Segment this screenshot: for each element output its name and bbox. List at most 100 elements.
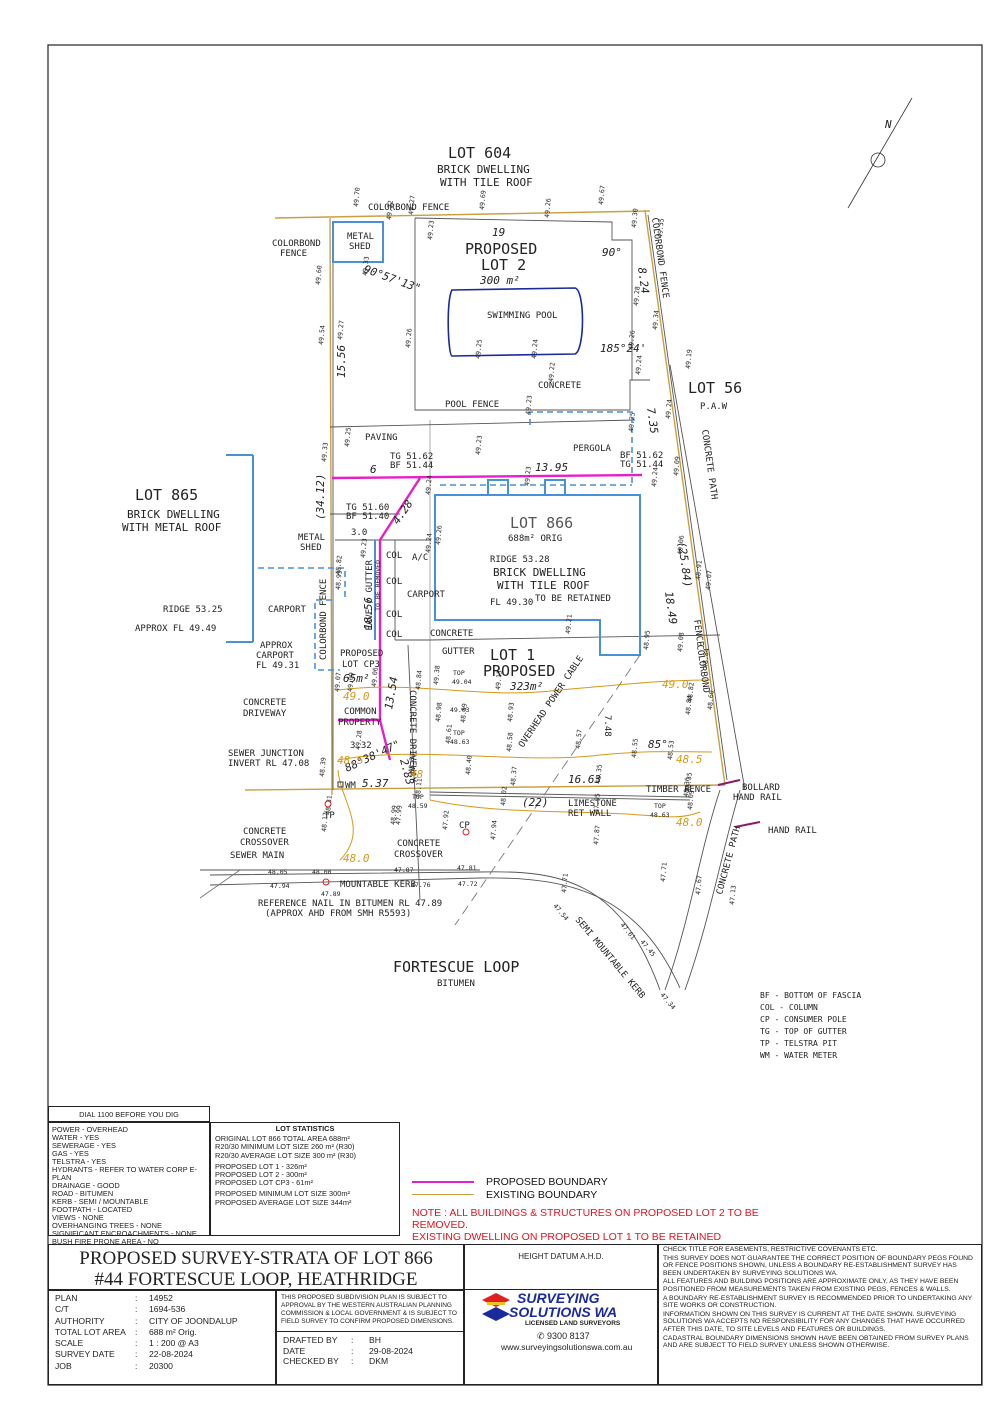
spot-level: 49.07: [704, 570, 714, 590]
spot-level: 49.26: [434, 525, 444, 545]
lot56-desc: P.A.W: [700, 402, 728, 412]
label-mountable-kerb: MOUNTABLE KERB: [340, 880, 416, 890]
label-approx-carport2: CARPORT: [256, 651, 295, 661]
spot-level: 48.91: [694, 560, 704, 580]
spot-level: 49.09: [346, 672, 356, 692]
plan-detail-row: SCALE:1 : 200 @ A3: [55, 1338, 199, 1349]
label-bf2: BF 51.40: [346, 512, 389, 522]
spot-level: 49.30: [630, 208, 640, 228]
lot866-area: 688m² ORIG: [508, 534, 562, 544]
disclaimer-paragraph: A BOUNDARY RE-ESTABLISHMENT SURVEY IS RE…: [663, 1294, 973, 1310]
contour-label: 49.0: [662, 678, 689, 691]
lot604-desc2: WITH TILE ROOF: [440, 176, 533, 189]
lot604-desc1: BRICK DWELLING: [437, 163, 530, 176]
spot-level: 49.08: [676, 632, 686, 652]
lot-statistic-line: PROPOSED LOT 1 - 326m²: [215, 1161, 307, 1171]
existing-boundary-label: EXISTING BOUNDARY: [486, 1188, 598, 1201]
spot-level: 49.24: [424, 533, 434, 553]
spot-level: 49.24: [424, 475, 434, 495]
disclaimer-paragraph: INFORMATION SHOWN ON THIS SURVEY IS CURR…: [663, 1310, 965, 1333]
contour-label: 48: [410, 768, 424, 781]
service-item: BUSH FIRE PRONE AREA - NO: [52, 1237, 159, 1246]
cp3-line1: PROPOSED: [340, 649, 383, 659]
label-swimming-pool: SWIMMING POOL: [487, 311, 557, 321]
dim-13-95: 13.95: [535, 461, 568, 474]
spot-level: 47.94: [489, 820, 499, 840]
label-pergola: PERGOLA: [573, 444, 612, 454]
lot866-ridge: RIDGE 53.28: [490, 555, 550, 565]
spot-level: 49.06: [370, 667, 380, 687]
label-metal-shed-l1: METAL: [298, 533, 325, 543]
spot-level: 49.28: [354, 730, 364, 750]
spot-level: 47.76: [411, 881, 431, 889]
date-key: DATE: [283, 1345, 306, 1356]
label-carport: CARPORT: [407, 590, 446, 600]
dim-8-24: 8.24: [635, 267, 652, 295]
top-label: TOP: [453, 669, 465, 677]
spot-level: 49.24: [664, 399, 674, 419]
title-block-title: PROPOSED SURVEY-STRATA OF LOT 866 #44 FO…: [48, 1244, 464, 1290]
service-item: WATER - YES: [52, 1133, 100, 1142]
spot-level: 48.05: [268, 868, 288, 876]
label-bf1: BF 51.44: [390, 461, 433, 471]
lot1-line2: PROPOSED: [483, 662, 555, 680]
lot-statistics-title: LOT STATISTICS: [275, 1124, 335, 1133]
checked-by-key: CHECKED BY: [283, 1356, 339, 1366]
north-arrow-icon: N: [847, 97, 913, 209]
spot-level: 49.24: [530, 339, 540, 359]
label-tg2: TG 51.60: [346, 503, 389, 513]
spot-level: 49.09: [672, 456, 682, 476]
top-label: TOP: [453, 729, 465, 737]
spot-level: 48.02: [499, 786, 509, 806]
contour-label: 48.0: [676, 816, 703, 829]
lot865-name: LOT 865: [135, 486, 198, 504]
spot-level: 48.35: [684, 772, 694, 792]
lot-statistic-line: PROPOSED LOT 2 - 300m²: [215, 1170, 307, 1180]
label-metal-shed1: METAL: [347, 232, 374, 242]
sheet-border: [47, 44, 983, 1386]
cp3-line3: COMMON: [344, 707, 377, 717]
top-label: TOP: [412, 793, 424, 801]
spot-level: 48.39: [318, 757, 328, 777]
note-line1: NOTE : ALL BUILDINGS & STRUCTURES ON PRO…: [412, 1207, 759, 1231]
lot-statistics: LOT STATISTICS ORIGINAL LOT 866 TOTAL AR…: [210, 1122, 400, 1236]
spot-level: 48.11: [414, 778, 424, 798]
lot866-desc1: BRICK DWELLING: [493, 566, 586, 579]
lot866-fl: FL 49.30: [490, 598, 533, 608]
contour-label: 48.0: [343, 852, 370, 865]
cp3-area: 65m²: [343, 672, 370, 685]
dim-90b: 90°57'13": [362, 263, 422, 296]
label-concrete1: CONCRETE: [538, 381, 581, 391]
spot-level: 47.87: [394, 866, 414, 874]
label-tg3: TG 51.44: [620, 460, 663, 470]
spot-level: 48.58: [505, 732, 515, 752]
spot-level: 49.24: [650, 467, 660, 487]
note-line2: EXISTING DWELLING ON PROPOSED LOT 1 TO B…: [412, 1231, 722, 1243]
lot1-line1: LOT 1: [490, 646, 535, 664]
label-tg1: TG 51.62: [390, 452, 433, 462]
height-datum: HEIGHT DATUM A.H.D.: [464, 1244, 658, 1290]
plan-detail-row: SURVEY DATE:22-08-2024: [55, 1349, 193, 1360]
label-col3: COL: [386, 610, 402, 620]
plan-detail-row: JOB:20300: [55, 1360, 173, 1371]
dim-6: 6: [370, 463, 377, 476]
label-gutter: GUTTER: [442, 647, 475, 657]
company-logo-icon: [479, 1290, 513, 1324]
spot-level: 48.09: [686, 790, 696, 810]
spot-level: 49.25: [343, 427, 353, 447]
spot-level: 49.54: [317, 325, 327, 345]
proposed-boundary-label: PROPOSED BOUNDARY: [486, 1175, 608, 1188]
label-ac: A/C: [412, 553, 428, 563]
lot866-name: LOT 866: [510, 514, 573, 532]
label-metal-shed-l2: SHED: [300, 543, 322, 553]
dim-85: 85°: [648, 738, 668, 751]
label-col4: COL: [386, 630, 402, 640]
dim-185: 185°24': [600, 342, 646, 355]
lot866-desc2: WITH TILE ROOF: [497, 579, 590, 592]
label-sewer-junction2: INVERT RL 47.08: [228, 759, 309, 769]
dim-19: 19: [492, 226, 505, 239]
plan-detail-row: TOTAL LOT AREA:688 m² Orig.: [55, 1326, 197, 1337]
existing-boundary-swatch: [412, 1194, 474, 1195]
